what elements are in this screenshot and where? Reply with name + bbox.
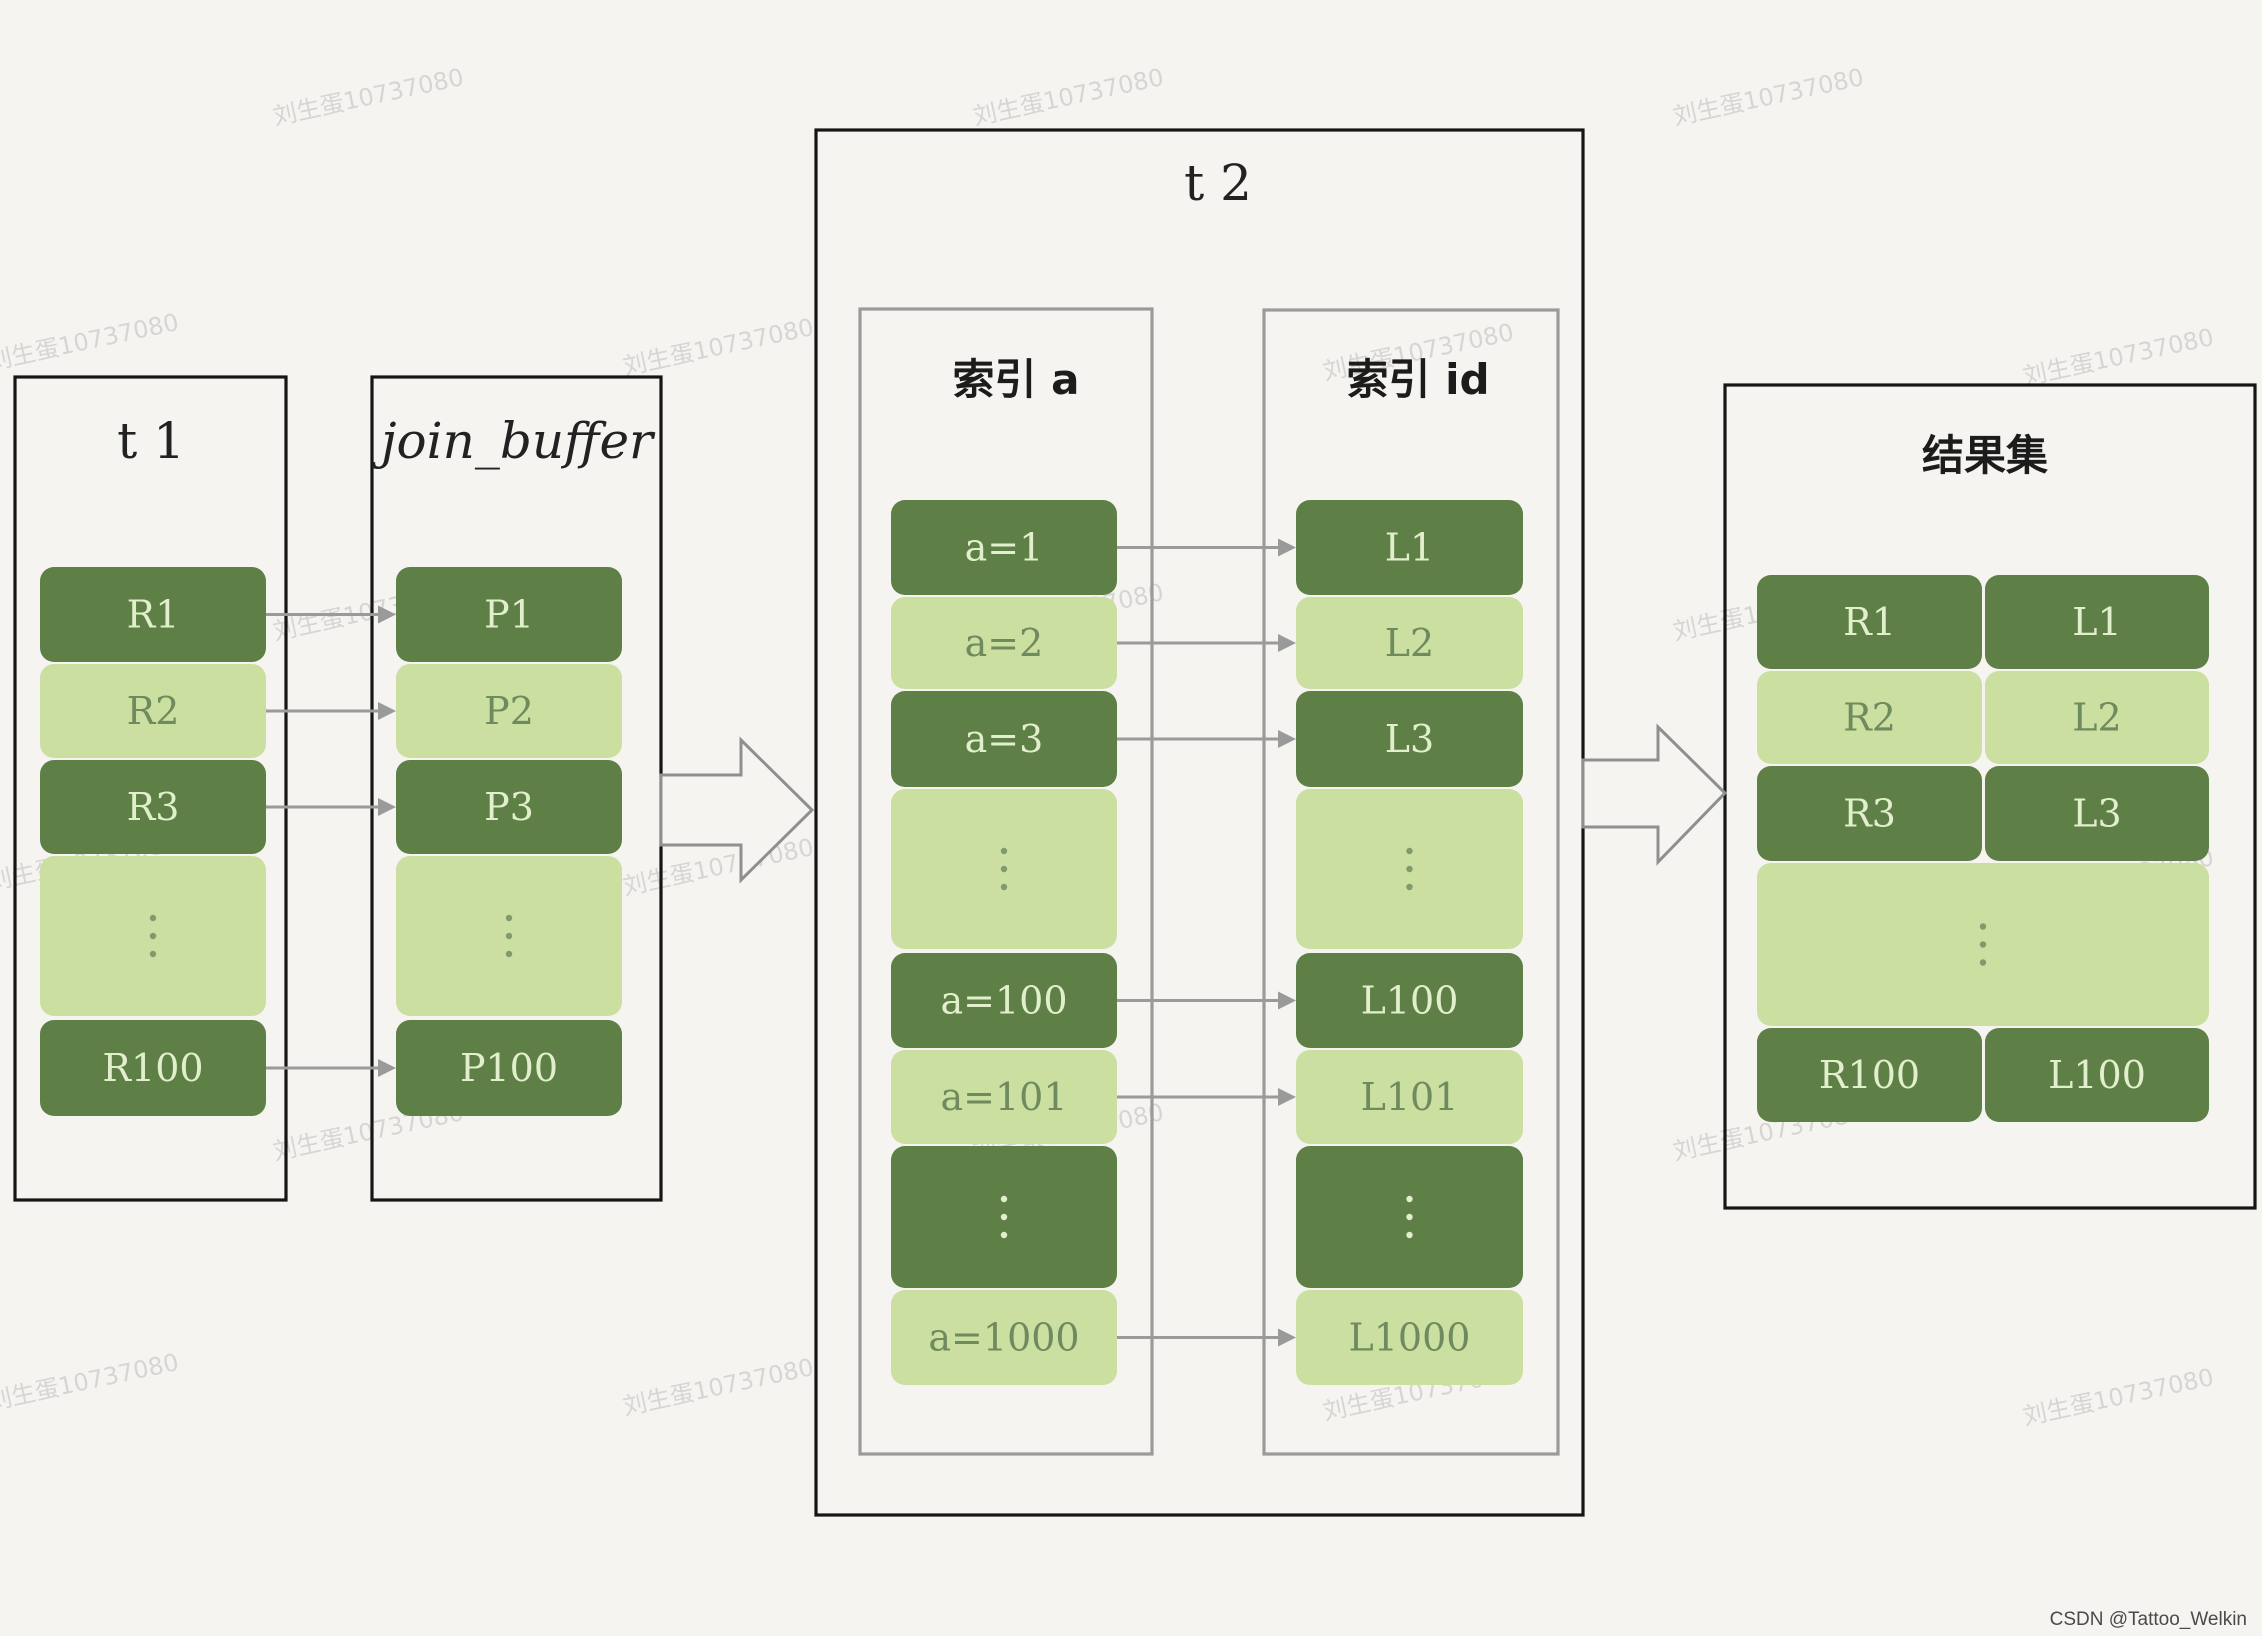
index-id-row-4-cell <box>1296 953 1523 1048</box>
index-id-row-0-label: L1 <box>1385 526 1434 570</box>
join-buffer-title: join_buffer <box>371 412 656 470</box>
result-row-0-t2-cell <box>1985 575 2209 669</box>
t1-row-0-cell <box>40 567 266 662</box>
watermark-text: 刘生蛋10737080 <box>2020 1363 2216 1431</box>
join-buffer-row-3-ellipsis <box>505 914 513 958</box>
watermark-text: 刘生蛋10737080 <box>0 1348 181 1416</box>
index-a-row-5-cell <box>891 1050 1117 1144</box>
index-a-to-id-link-4-head <box>1278 991 1296 1010</box>
arrow-to-t2-icon <box>659 736 815 884</box>
index-id-row-2-label: L3 <box>1385 717 1434 761</box>
index-id-row-7-label: L1000 <box>1349 1316 1471 1360</box>
index-a-row-7-cell <box>891 1290 1117 1385</box>
result-row-0-t1-label: R1 <box>1843 600 1896 644</box>
watermark-text: 刘生蛋10737080 <box>620 1353 816 1421</box>
result-row-0-t1-cell <box>1757 575 1982 669</box>
result-row-0-t2-label: L1 <box>2072 600 2121 644</box>
watermark-text: 刘生蛋10737080 <box>620 313 816 381</box>
join-buffer-row-0-label: P1 <box>484 593 534 637</box>
t1-title: t 1 <box>117 412 185 470</box>
t1-row-4-cell <box>40 1020 266 1116</box>
t2-title: t 2 <box>1184 154 1252 212</box>
links-layer <box>266 538 1296 1347</box>
index-a-row-2-label: a=3 <box>965 717 1044 761</box>
credit-text: CSDN @Tattoo_Welkin <box>2050 1609 2247 1630</box>
result-row-1-t2-cell <box>1985 671 2209 764</box>
t1-row-2-cell <box>40 760 266 854</box>
t1-row-3-ellipsis <box>149 914 157 958</box>
t1-table-box <box>13 375 288 1202</box>
result-row-2-t1-label: R3 <box>1843 792 1896 836</box>
index-a-row-1-cell <box>891 597 1117 689</box>
result-row-3-ellipsis <box>1979 923 1987 966</box>
index-a-row-1-label: a=2 <box>965 621 1044 665</box>
index-id-title: 索引 id <box>1346 355 1489 404</box>
index-id-row-5-label: L101 <box>1361 1075 1459 1119</box>
watermark-text: 刘生蛋10737080 <box>2020 323 2216 391</box>
index-a-title: 索引 a <box>953 355 1080 404</box>
join-buffer-row-2-cell <box>396 760 622 854</box>
index-id-row-2-cell <box>1296 691 1523 787</box>
join-buffer-row-2-label: P3 <box>484 785 534 829</box>
index-a-row-7-label: a=1000 <box>928 1316 1079 1360</box>
watermark-text: 刘生蛋10737080 <box>270 63 466 131</box>
result-row-2-t1-cell <box>1757 766 1982 861</box>
index-id-box <box>1262 308 1560 1456</box>
result-row-1-t1-label: R2 <box>1843 696 1896 740</box>
arrow-to-result-icon <box>1581 723 1728 866</box>
result-row-2-t2-cell <box>1985 766 2209 861</box>
index-a-to-id-link-7-head <box>1278 1328 1296 1347</box>
index-a-to-id-link-2-head <box>1278 730 1296 748</box>
index-a-row-3-ellipsis <box>1000 847 1008 891</box>
index-id-row-5-cell <box>1296 1050 1523 1144</box>
result-row-4-t1-label: R100 <box>1819 1053 1920 1097</box>
t1-row-2-label: R3 <box>127 785 180 829</box>
result-row-4-t2-label: L100 <box>2048 1053 2146 1097</box>
result-row-2-t2-label: L3 <box>2072 792 2121 836</box>
index-id-row-0-cell <box>1296 500 1523 595</box>
join-buffer-row-4-cell <box>396 1020 622 1116</box>
watermark-text: 刘生蛋10737080 <box>0 308 181 376</box>
t1-row-4-label: R100 <box>102 1046 203 1090</box>
t1-to-buffer-link-4-head <box>378 1059 396 1077</box>
join-buffer-row-1-label: P2 <box>484 689 534 733</box>
t1-row-1-label: R2 <box>127 689 180 733</box>
index-a-row-6-ellipsis <box>1000 1195 1008 1239</box>
index-a-box <box>858 307 1154 1456</box>
index-a-row-2-cell <box>891 691 1117 787</box>
join-buffer-row-4-label: P100 <box>460 1046 558 1090</box>
t1-to-buffer-link-2-head <box>378 798 396 816</box>
index-id-row-6-ellipsis <box>1406 1195 1413 1239</box>
index-id-row-4-label: L100 <box>1361 979 1459 1023</box>
index-a-row-4-label: a=100 <box>940 979 1067 1023</box>
index-a-to-id-link-0-head <box>1278 538 1296 557</box>
t1-row-1-cell <box>40 664 266 758</box>
join-buffer-row-0-cell <box>396 567 622 662</box>
result-set-title: 结果集 <box>1922 431 2048 480</box>
t1-to-buffer-link-0-head <box>378 605 396 624</box>
index-id-row-1-cell <box>1296 597 1523 689</box>
result-row-1-t1-cell <box>1757 671 1982 764</box>
join-buffer-row-1-cell <box>396 664 622 758</box>
index-a-row-0-cell <box>891 500 1117 595</box>
index-a-to-id-link-1-head <box>1278 634 1296 652</box>
result-set-box <box>1723 383 2257 1210</box>
t1-to-buffer-link-1-head <box>378 702 396 720</box>
t1-row-0-label: R1 <box>127 593 180 637</box>
index-a-row-5-label: a=101 <box>940 1075 1067 1119</box>
result-row-4-t1-cell <box>1757 1028 1982 1122</box>
result-row-1-t2-label: L2 <box>2072 696 2121 740</box>
index-id-row-1-label: L2 <box>1385 621 1434 665</box>
index-a-row-0-label: a=1 <box>965 526 1044 570</box>
watermark-text: 刘生蛋10737080 <box>1670 63 1866 131</box>
watermark-text: 刘生蛋10737080 <box>970 63 1166 131</box>
index-id-row-3-ellipsis <box>1406 847 1413 891</box>
result-row-4-t2-cell <box>1985 1028 2209 1122</box>
index-a-row-4-cell <box>891 953 1117 1048</box>
index-id-row-7-cell <box>1296 1290 1523 1385</box>
index-a-to-id-link-5-head <box>1278 1088 1296 1106</box>
